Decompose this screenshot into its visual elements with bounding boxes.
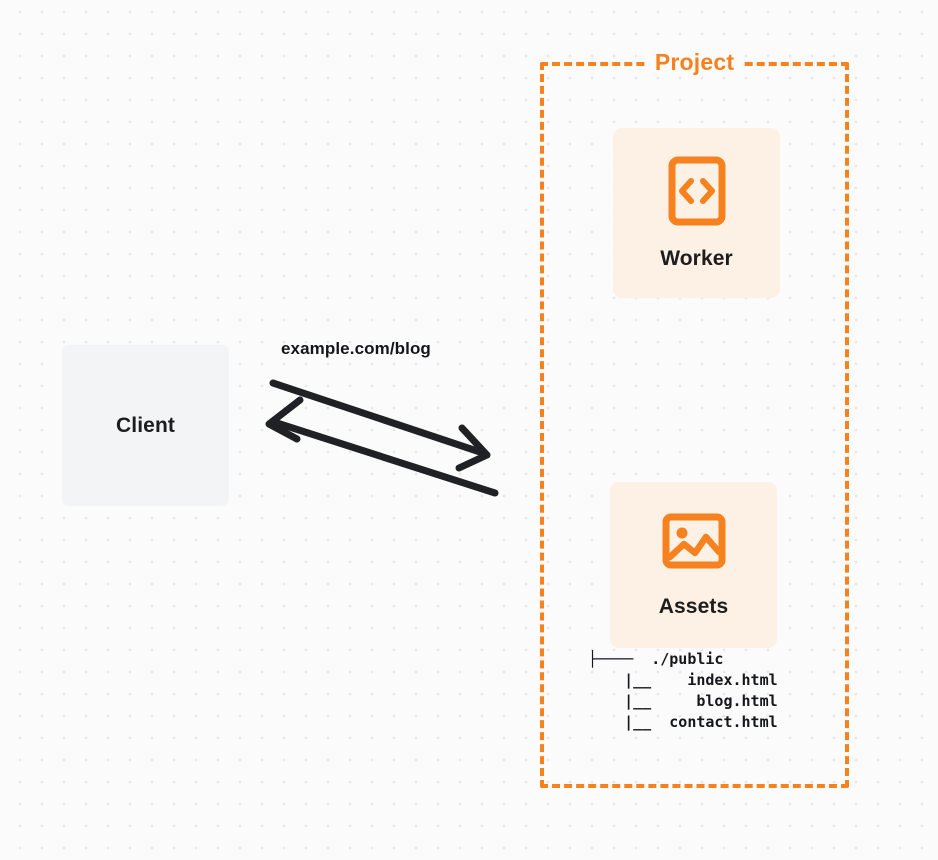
assets-label: Assets: [658, 594, 729, 618]
code-brackets-icon: [668, 156, 726, 231]
image-icon: [662, 512, 726, 575]
client-label: Client: [116, 413, 175, 437]
project-group: Project: [540, 49, 849, 788]
project-group-title: Project: [647, 49, 742, 76]
worker-node[interactable]: Worker: [613, 128, 780, 298]
assets-node[interactable]: Assets: [610, 482, 777, 648]
response-arrow: [265, 396, 499, 497]
worker-label: Worker: [660, 246, 733, 270]
request-url-label: example.com/blog: [281, 339, 431, 358]
client-node[interactable]: Client: [62, 345, 229, 506]
assets-file-tree: ├──── ./public |__ index.html |__ blog.h…: [588, 650, 778, 731]
request-arrow: [269, 379, 491, 472]
